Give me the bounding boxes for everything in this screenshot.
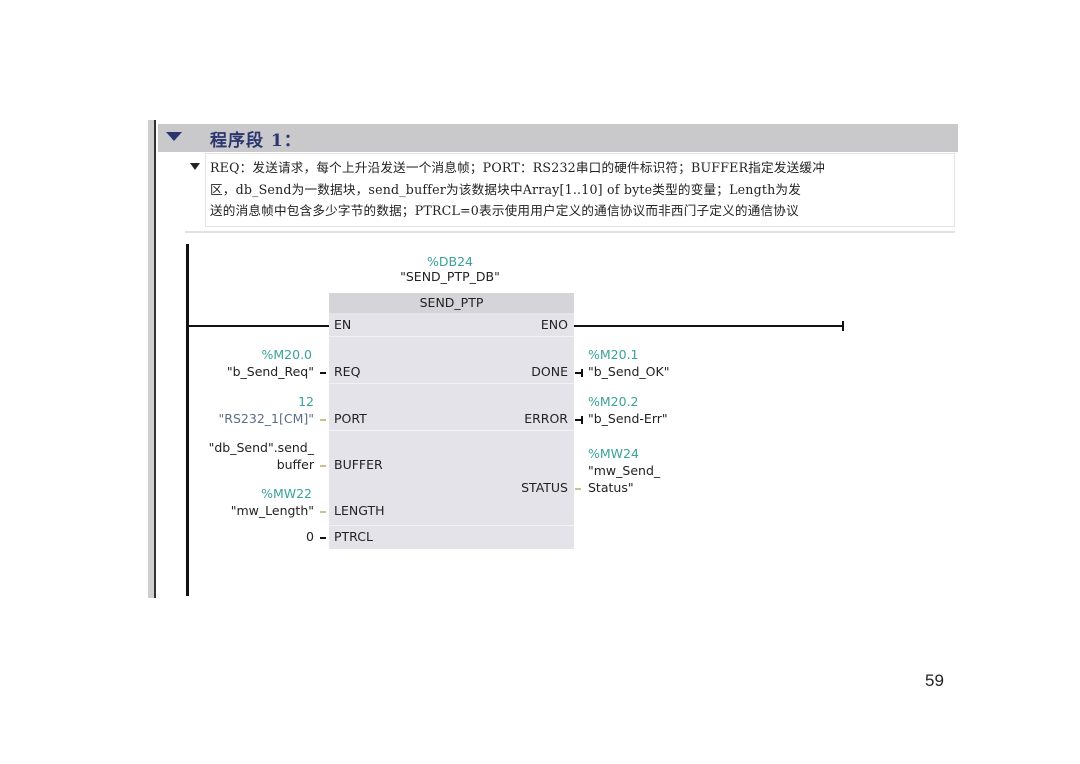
buffer-symbol-line2[interactable]: buffer xyxy=(276,457,314,472)
collapse-network-icon[interactable] xyxy=(166,132,182,141)
req-connector xyxy=(320,372,326,374)
req-symbol[interactable]: "b_Send_Req" xyxy=(226,364,314,379)
length-address[interactable]: %MW22 xyxy=(261,486,312,501)
row-separator xyxy=(329,430,574,431)
wire-end-mark xyxy=(842,321,844,331)
eno-wire xyxy=(574,325,844,327)
instance-db-name[interactable]: "SEND_PTP_DB" xyxy=(400,269,500,284)
length-symbol[interactable]: "mw_Length" xyxy=(230,503,314,518)
pin-req: REQ xyxy=(334,364,361,379)
editor-left-border xyxy=(148,120,156,598)
ptrcl-value[interactable]: 0 xyxy=(306,529,314,544)
port-connector xyxy=(320,419,326,421)
done-address[interactable]: %M20.1 xyxy=(588,347,639,362)
block-type-title: SEND_PTP xyxy=(329,293,574,313)
row-separator xyxy=(329,383,574,384)
comment-line: 送的消息帧中包含多少字节的数据；PTRCL=0表示使用用户定义的通信协议而非西门… xyxy=(210,203,799,218)
page-number: 59 xyxy=(925,671,944,690)
length-connector xyxy=(320,511,326,513)
error-coil-connector xyxy=(575,416,583,424)
en-wire xyxy=(189,325,329,327)
ptrcl-connector xyxy=(320,537,326,539)
port-value[interactable]: 12 xyxy=(298,394,314,409)
req-address[interactable]: %M20.0 xyxy=(261,347,313,362)
buffer-symbol-line1[interactable]: "db_Send".send_ xyxy=(208,440,314,455)
pin-port: PORT xyxy=(334,411,367,426)
pin-en: EN xyxy=(334,317,352,332)
pin-ptrcl: PTRCL xyxy=(334,529,373,544)
collapse-comment-icon[interactable] xyxy=(190,163,200,170)
pin-buffer: BUFFER xyxy=(334,457,383,472)
separator xyxy=(185,231,955,233)
row-separator xyxy=(329,336,574,337)
done-coil-connector xyxy=(575,369,583,377)
network-comment[interactable]: REQ：发送请求，每个上升沿发送一个消息帧；PORT：RS232串口的硬件标识符… xyxy=(205,153,955,227)
row-separator xyxy=(329,525,574,526)
status-address[interactable]: %MW24 xyxy=(588,446,639,461)
pin-error: ERROR xyxy=(524,411,568,426)
buffer-connector xyxy=(320,465,326,467)
network-header[interactable] xyxy=(158,124,958,152)
port-symbol[interactable]: "RS232_1[CM]" xyxy=(218,411,314,426)
done-symbol[interactable]: "b_Send_OK" xyxy=(588,364,670,379)
status-symbol-line1[interactable]: "mw_Send_ xyxy=(588,463,661,478)
send-ptp-block[interactable] xyxy=(329,293,574,549)
instance-db-address[interactable]: %DB24 xyxy=(427,254,473,269)
error-address[interactable]: %M20.2 xyxy=(588,394,639,409)
status-symbol-line2[interactable]: Status" xyxy=(588,480,634,495)
status-connector xyxy=(575,488,581,490)
network-title: 程序段 1： xyxy=(210,131,302,151)
power-rail xyxy=(186,244,189,596)
comment-line: 区，db_Send为一数据块，send_buffer为该数据块中Array[1.… xyxy=(210,181,802,197)
pin-length: LENGTH xyxy=(334,503,385,518)
pin-done: DONE xyxy=(531,364,568,379)
pin-status: STATUS xyxy=(521,480,568,495)
pin-eno: ENO xyxy=(540,317,568,332)
comment-line: REQ：发送请求，每个上升沿发送一个消息帧；PORT：RS232串口的硬件标识符… xyxy=(210,160,826,175)
error-symbol[interactable]: "b_Send-Err" xyxy=(588,411,668,426)
